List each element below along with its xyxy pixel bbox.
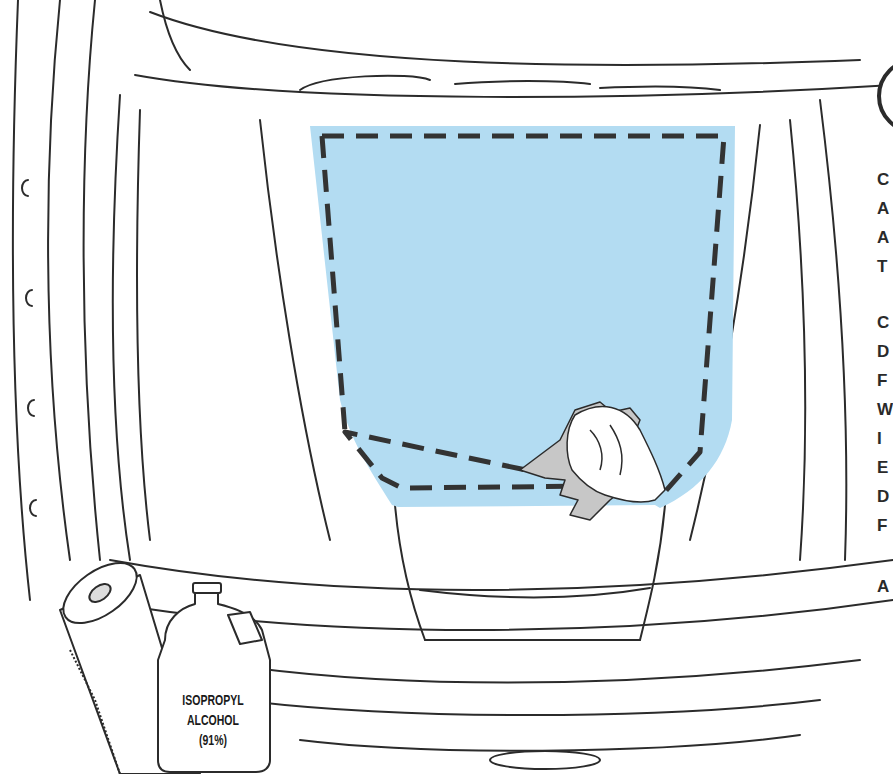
instruction-text: A: [877, 228, 889, 248]
instruction-text: A: [877, 199, 889, 219]
instruction-text: C: [877, 313, 889, 333]
instruction-text: E: [877, 458, 888, 478]
instruction-text: F: [877, 371, 887, 391]
instruction-text: D: [877, 487, 889, 507]
product-name: ISOPROPYL ALCOHOL (91%): [182, 690, 245, 750]
instruction-text: I: [877, 429, 882, 449]
instruction-text: C: [877, 170, 889, 190]
instruction-text: D: [877, 342, 889, 362]
bottle-label: ISOPROPYL ALCOHOL (91%): [182, 690, 245, 750]
instruction-text: W: [877, 400, 893, 420]
instruction-text: F: [877, 516, 887, 536]
instruction-text: A: [877, 577, 889, 597]
instruction-text: T: [877, 257, 887, 277]
